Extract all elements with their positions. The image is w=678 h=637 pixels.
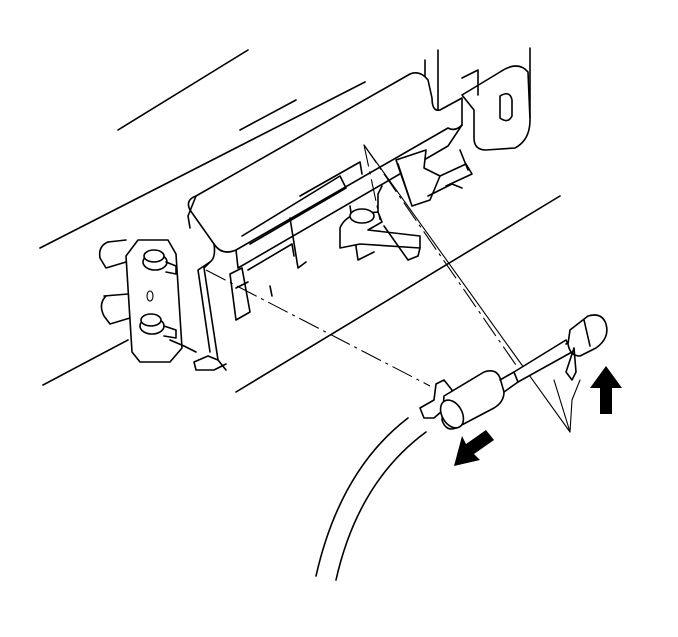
end-plate [98,239,197,363]
rear-rail [424,49,531,151]
retaining-clip [339,185,421,261]
arrow-up-icon [590,366,622,414]
bracket-housing [187,72,473,371]
leader-lines [205,144,581,433]
arrow-down-left-icon [454,430,494,466]
cable-assembly [315,314,608,581]
frame-rails [39,47,561,393]
